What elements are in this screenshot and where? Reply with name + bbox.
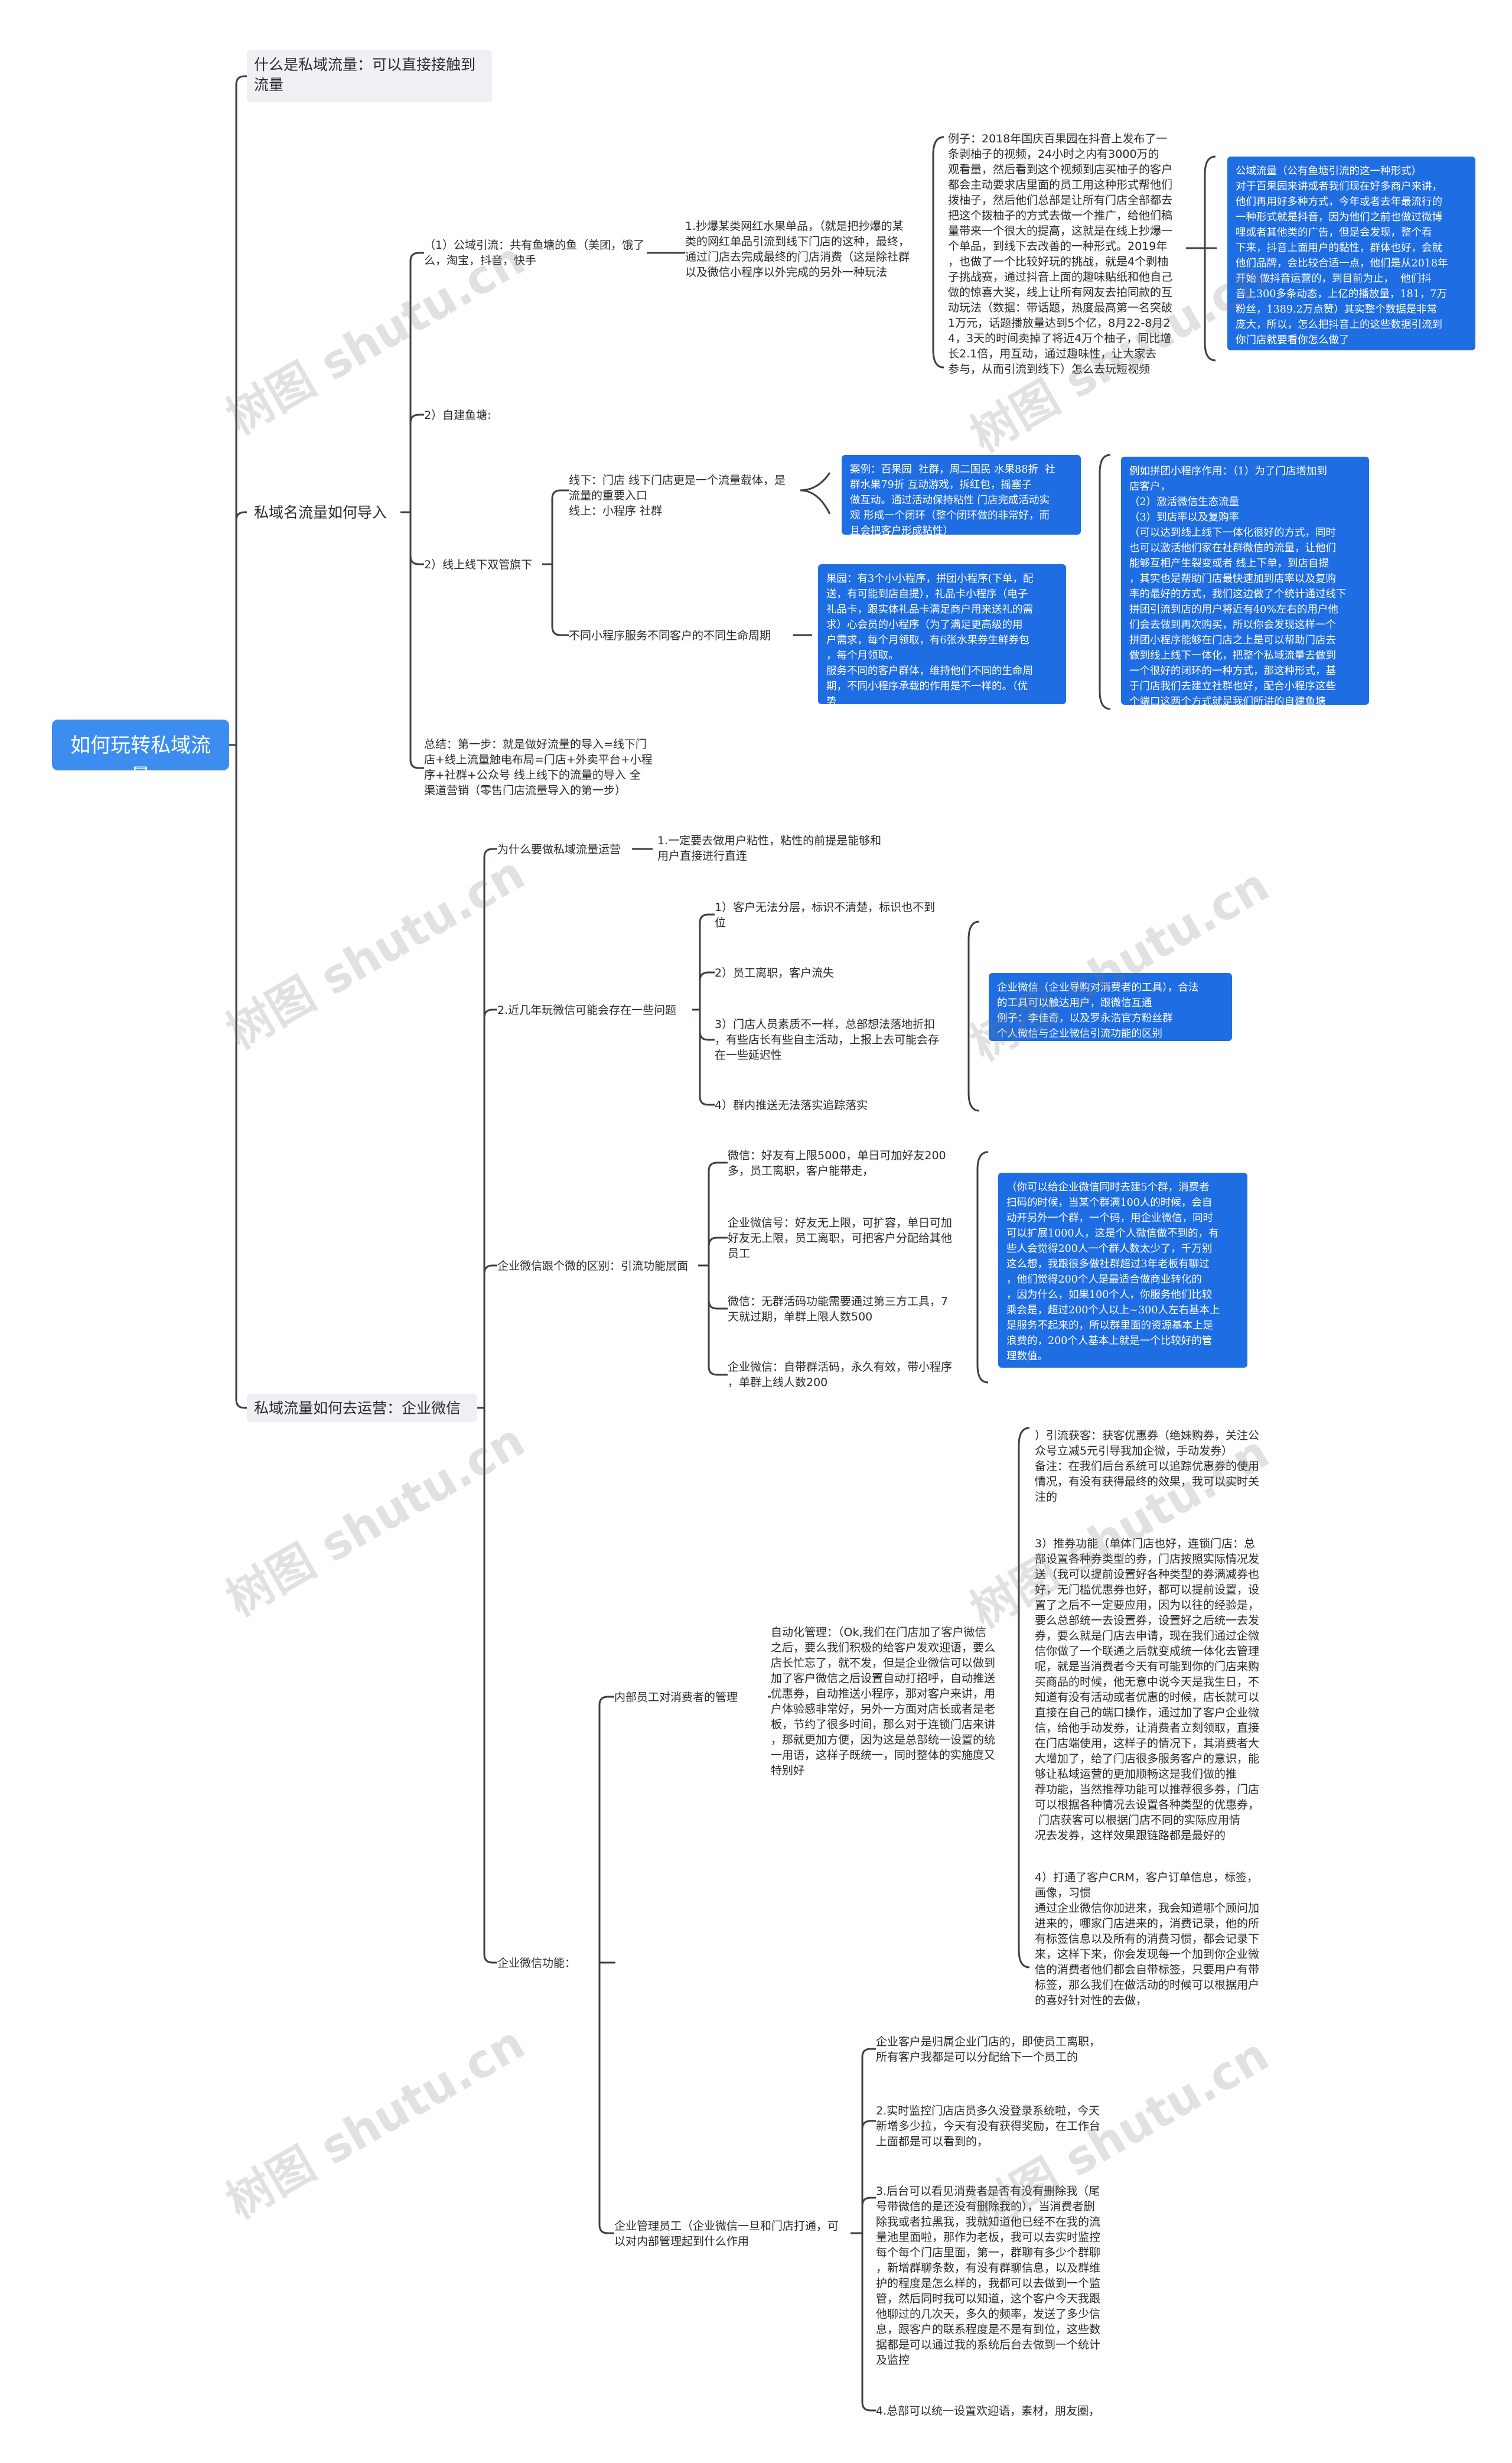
mini-program-note[interactable]: 果园：有3个小小程序，拼团小程序(下单，配 送，有可能到店自提），礼品卡小程序（… — [818, 564, 1066, 708]
operate-connector — [483, 1264, 497, 1274]
staff-4[interactable]: 4.总部可以统一设置欢迎语，素材，朋友圈， — [876, 2405, 1100, 2418]
note-bracket — [1204, 155, 1216, 362]
import-connector — [409, 555, 424, 565]
operate-connector — [483, 848, 497, 858]
diff-node[interactable]: 企业微信跟个微的区别：引流功能层面 — [497, 1260, 689, 1273]
branch-operate[interactable]: 私域流量如何去运营：企业微信 — [247, 1394, 477, 1422]
root-node[interactable]: 如何玩转私域流量 — [52, 720, 229, 788]
feature-traffic[interactable]: ）引流获客：获客优惠券（绝妹购券，关注公 众号立减5元引导我加企微，手动发券） … — [1035, 1429, 1260, 1504]
operate-connector — [483, 1954, 497, 1964]
features-connector — [598, 2224, 614, 2234]
features-connector — [598, 1696, 614, 1706]
staff-connector — [861, 2120, 876, 2130]
dual-connector — [551, 489, 569, 499]
wecom-features-node[interactable]: 企业微信功能： — [497, 1957, 576, 1970]
diff-4[interactable]: 企业微信：自带群活码，永久有效，带小程序 ，单群上线人数200 — [728, 1361, 953, 1389]
example-bracket — [932, 136, 944, 369]
diff-connector — [708, 1237, 728, 1247]
import-connector — [409, 759, 424, 769]
branch-import[interactable]: 私域名流量如何导入 — [254, 504, 387, 521]
diff-connector — [708, 1300, 728, 1310]
problems-connector — [699, 971, 715, 981]
staff-connector — [861, 2402, 876, 2412]
internal-mgmt-node[interactable]: 内部员工对消费者的管理 — [614, 1691, 738, 1704]
branch-definition[interactable]: 什么是私域流量：可以直接接触到 流量 — [247, 50, 492, 102]
root-connector — [235, 1399, 247, 1409]
case-note[interactable]: 案例：百果园 社群，周二国民 水果88折 社 群水果79折 互动游戏，拆红包，摇… — [842, 455, 1081, 537]
douyin-node[interactable]: 1.抄爆某类网红水果单品，（就是把抄爆的某 类的网红单品引流到线下门店的这种，最… — [685, 220, 910, 279]
features-bracket — [1018, 1427, 1030, 1969]
staff-connector — [861, 2048, 876, 2058]
root-connector — [235, 511, 247, 521]
public-domain-note[interactable]: 公域流量（公有鱼塘引流的这一种形式） 对于百果园来讲或者我们现在好多商户来讲， … — [1227, 157, 1475, 350]
diff-connector — [708, 1161, 728, 1172]
operate-connector — [483, 1008, 497, 1019]
staff-connector — [861, 2197, 876, 2207]
problem-3[interactable]: 3）门店人员素质不一样，总部想法落地折扣 ，有些店长有些自主活动，上报上去可能会… — [715, 1018, 940, 1062]
problem-4[interactable]: 4）群内推送无法落实追踪落实 — [715, 1099, 868, 1112]
mini-program-node[interactable]: 不同小程序服务不同客户的不同生命周期 — [569, 629, 771, 642]
import-connector — [409, 252, 424, 262]
problems-connector — [699, 1096, 715, 1106]
group-limit-note[interactable]: （你可以给企业微信同时去建5个群，消费者 扫码的时候，当某个群满100人的时候，… — [998, 1173, 1247, 1368]
dual-channel-node[interactable]: 2）线上线下双管旗下 — [424, 558, 533, 571]
staff-3[interactable]: 3.后台可以看见消费者是否有没有删除我（尾 号带微信的是还没有删除我的），当消费… — [876, 2185, 1101, 2367]
problems-connector — [699, 913, 715, 923]
problem-2[interactable]: 2）员工离职，客户流失 — [715, 967, 835, 980]
feature-coupon[interactable]: 3）推券功能（单体门店也好，连锁门店：总 部设置各种券类型的券，门店按照实际情况… — [1035, 1537, 1260, 1842]
root-connector — [235, 75, 247, 85]
mini-bracket — [1099, 454, 1111, 710]
problem-1[interactable]: 1）客户无法分层，标识不清楚，标识也不到 位 — [715, 901, 936, 929]
why-node[interactable]: 为什么要做私域流量运营 — [497, 843, 621, 856]
self-pond-node[interactable]: 2）自建鱼塘: — [424, 409, 491, 422]
staff-1[interactable]: 企业客户是归属企业门店的，即使员工离职， 所有客户我都是可以分配给下一个员工的 — [876, 2035, 1101, 2064]
problems-node[interactable]: 2.近几年玩微信可能会存在一些问题 — [497, 1004, 677, 1017]
public-domain-node[interactable]: （1）公域引流：共有鱼塘的鱼（美团，饿了 么，淘宝，抖音，快手 — [424, 239, 645, 267]
problems-bracket — [967, 920, 980, 1112]
diff-bracket — [976, 1151, 989, 1384]
diff-1[interactable]: 微信：好友有上限5000，单日可加好友200 多，员工离职，客户能带走， — [728, 1149, 946, 1177]
import-connector — [409, 414, 424, 424]
wecom-definition-note[interactable]: 企业微信（企业导购对消费者的工具），合法 的工具可以触达用户，跟微信互通 例子：… — [989, 973, 1232, 1041]
feature-crm[interactable]: 4）打通了客户CRM，客户订单信息，标签， 画像，习惯 通过企业微信你加进来，我… — [1035, 1871, 1260, 2007]
staff-mgmt-node[interactable]: 企业管理员工（企业微信一旦和门店打通，可 以对内部管理起到什么作用 — [614, 2220, 839, 2248]
diff-connector — [708, 1366, 728, 1376]
problems-connector — [699, 1031, 715, 1041]
why-answer-node[interactable]: 1.一定要去做用户粘性，粘性的前提是能够和 用户直接进行直连 — [657, 834, 882, 863]
group-buy-note[interactable]: 例如拼团小程序作用：（1）为了门店增加到 店客户， （2）激活微信生态流量 （3… — [1121, 457, 1369, 708]
auto-mgmt-node[interactable]: 自动化管理：（Ok,我们在门店加了客户微信 之后，要么我们积极的给客户发欢迎语，… — [771, 1626, 996, 1777]
dual-connector — [551, 626, 569, 636]
diff-3[interactable]: 微信：无群活码功能需要通过第三方工具，7 天就过期，单群上限人数500 — [728, 1295, 949, 1323]
case-connector — [800, 472, 831, 515]
offline-online-node[interactable]: 线下：门店 线下门店更是一个流量载体，是 流量的重要入口 线上：小程序 社群 — [569, 474, 786, 518]
diff-2[interactable]: 企业微信号：好友无上限，可扩容，单日可加 好友无上限，员工离职，可把客户分配给其… — [728, 1216, 953, 1260]
summary-node[interactable]: 总结：第一步：就是做好流量的导入=线下门 店+线上流量触电布局=门店+外卖平台+… — [424, 738, 653, 797]
example-node[interactable]: 例子：2018年国庆百果园在抖音上发布了一 条剥柚子的视频，24小时之内有300… — [948, 132, 1173, 376]
staff-2[interactable]: 2.实时监控门店店员多久没登录系统啦，今天 新增多少拉，今天有没有获得奖励，在工… — [876, 2104, 1101, 2148]
